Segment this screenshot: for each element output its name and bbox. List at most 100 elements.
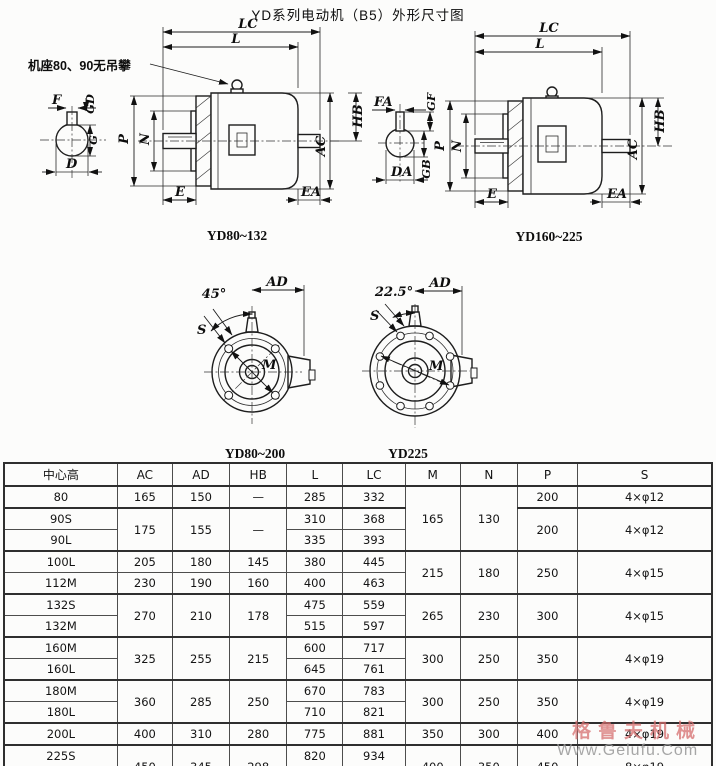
cell-l: 775 [286,722,344,746]
cell-ad: 190 [171,572,231,595]
cell-l: 820 [286,744,344,766]
dim-label-l-right: L [534,37,544,52]
caption-side-left: YD80~132 [207,228,268,243]
cell-l: 400 [286,572,344,595]
dim-label-ac-right: AC [626,138,641,161]
dim-label-gd: GD [83,94,97,114]
dim-label-ea-right: EA [606,187,627,202]
table-row: 100L 205 180 145 380 445 215 180 250 4×φ… [3,550,713,595]
cell-hb: — [229,507,288,552]
cell-l: 475 [286,593,344,616]
cell-lc: 463 [342,572,406,595]
cell-n: 300 [459,722,518,746]
cell-ad: 150 [171,485,231,509]
dim-label-ad-right: AD [427,276,451,291]
cell-s: 4×φ19 [577,722,713,746]
cell-height: 160L [3,658,118,681]
dim-label-g: G [86,135,100,145]
dim-label-gf: GF [424,92,438,111]
cell-m: 165 [404,485,461,552]
cell-l: 515 [286,615,344,638]
cell-height: 180L [3,701,118,724]
dim-label-n-right: N [450,139,465,153]
col-header-ac: AC [116,462,173,487]
cell-height: 100L [3,550,118,573]
cell-ad: 285 [171,679,231,724]
cell-l: 645 [286,658,344,681]
table-row: 90S 175 155 — 310 368 200 4×φ12 [3,507,713,552]
cell-ac: 270 [116,593,173,638]
cell-lc: 783 [342,679,406,702]
cell-ad: 210 [171,593,231,638]
dim-label-fa: FA [373,95,393,110]
col-header-p: P [516,462,579,487]
cell-ac: 360 [116,679,173,724]
dim-label-d: D [65,157,78,172]
dim-label-f: F [51,93,62,108]
cell-ac: 400 [116,722,173,746]
cell-l: 285 [286,485,344,509]
col-header-s: S [577,462,713,487]
table-row: 80 165 150 — 285 332 165 130 200 4×φ12 [3,485,713,552]
cell-ad: 310 [171,722,231,746]
cell-n: 180 [459,550,518,595]
cell-lc: 393 [342,529,406,552]
cell-hb: 250 [229,679,288,724]
col-header-hb: HB [229,462,288,487]
col-header-n: N [459,462,518,487]
side-view-left: 机座80、90无吊攀 L [28,17,366,243]
cell-height: 160M [3,636,118,659]
cell-m: 215 [404,550,461,595]
table-row: 225S 450 345 298 820 934 400 350 450 8×φ… [3,744,713,766]
cell-ad: 345 [171,744,231,766]
table-header-row: 中心高 AC AD HB L LC M N P S [3,462,713,487]
cell-lc: 761 [342,658,406,681]
table-row: 200L 400 310 280 775 881 350 300 400 4×φ… [3,722,713,746]
cell-l: 710 [286,701,344,724]
col-header-m: M [404,462,461,487]
cell-p: 200 [516,507,579,552]
cell-s: 4×φ15 [577,550,713,595]
dim-label-ad-left: AD [264,275,288,290]
cell-n: 250 [459,636,518,681]
watermark-brand: 格鲁夫机械 [572,721,703,742]
cell-hb: 215 [229,636,288,681]
cell-p: 350 [516,679,579,724]
cell-height: 225S [3,744,118,766]
cell-ac: 450 [116,744,173,766]
col-header-ad: AD [171,462,231,487]
dimension-table: 中心高 AC AD HB L LC M N P S 80 165 150 — 2… [3,462,713,766]
table-row: 132S 270 210 178 475 559 265 230 300 4×φ… [3,593,713,638]
cell-height: 112M [3,572,118,595]
cell-ac: 175 [116,507,173,552]
cell-lc: 445 [342,550,406,573]
cell-height: 132S [3,593,118,616]
dim-label-ac-left: AC [314,135,329,158]
cell-ac: 205 [116,550,173,573]
cell-l: 600 [286,636,344,659]
dim-label-lc-left: LC [237,17,258,32]
cell-p: 250 [516,550,579,595]
caption-side-right: YD160~225 [515,229,582,244]
dim-label-hb-left: HB [351,104,366,128]
table-row: 160M 325 255 215 600 717 300 250 350 4×φ… [3,636,713,681]
dim-label-gb: GB [419,159,433,179]
cell-n: 250 [459,679,518,724]
cell-l: 380 [286,550,344,573]
dim-label-m-left: M [261,358,277,373]
cell-ad: 180 [171,550,231,573]
cell-hb: 280 [229,722,288,746]
cell-s: 4×φ12 [577,507,713,552]
caption-front-left: YD80~200 [225,446,286,461]
cell-s: 4×φ15 [577,593,713,638]
caption-front-right: YD225 [388,446,428,461]
cell-hb: — [229,485,288,509]
cell-n: 350 [459,744,518,766]
table-row: 160L 645 761 [3,658,712,681]
cell-ad: 155 [171,507,231,552]
cell-m: 350 [404,722,461,746]
cell-l: 310 [286,507,344,530]
dim-label-angle225: 22.5° [374,285,413,300]
cell-height: 90S [3,507,118,530]
